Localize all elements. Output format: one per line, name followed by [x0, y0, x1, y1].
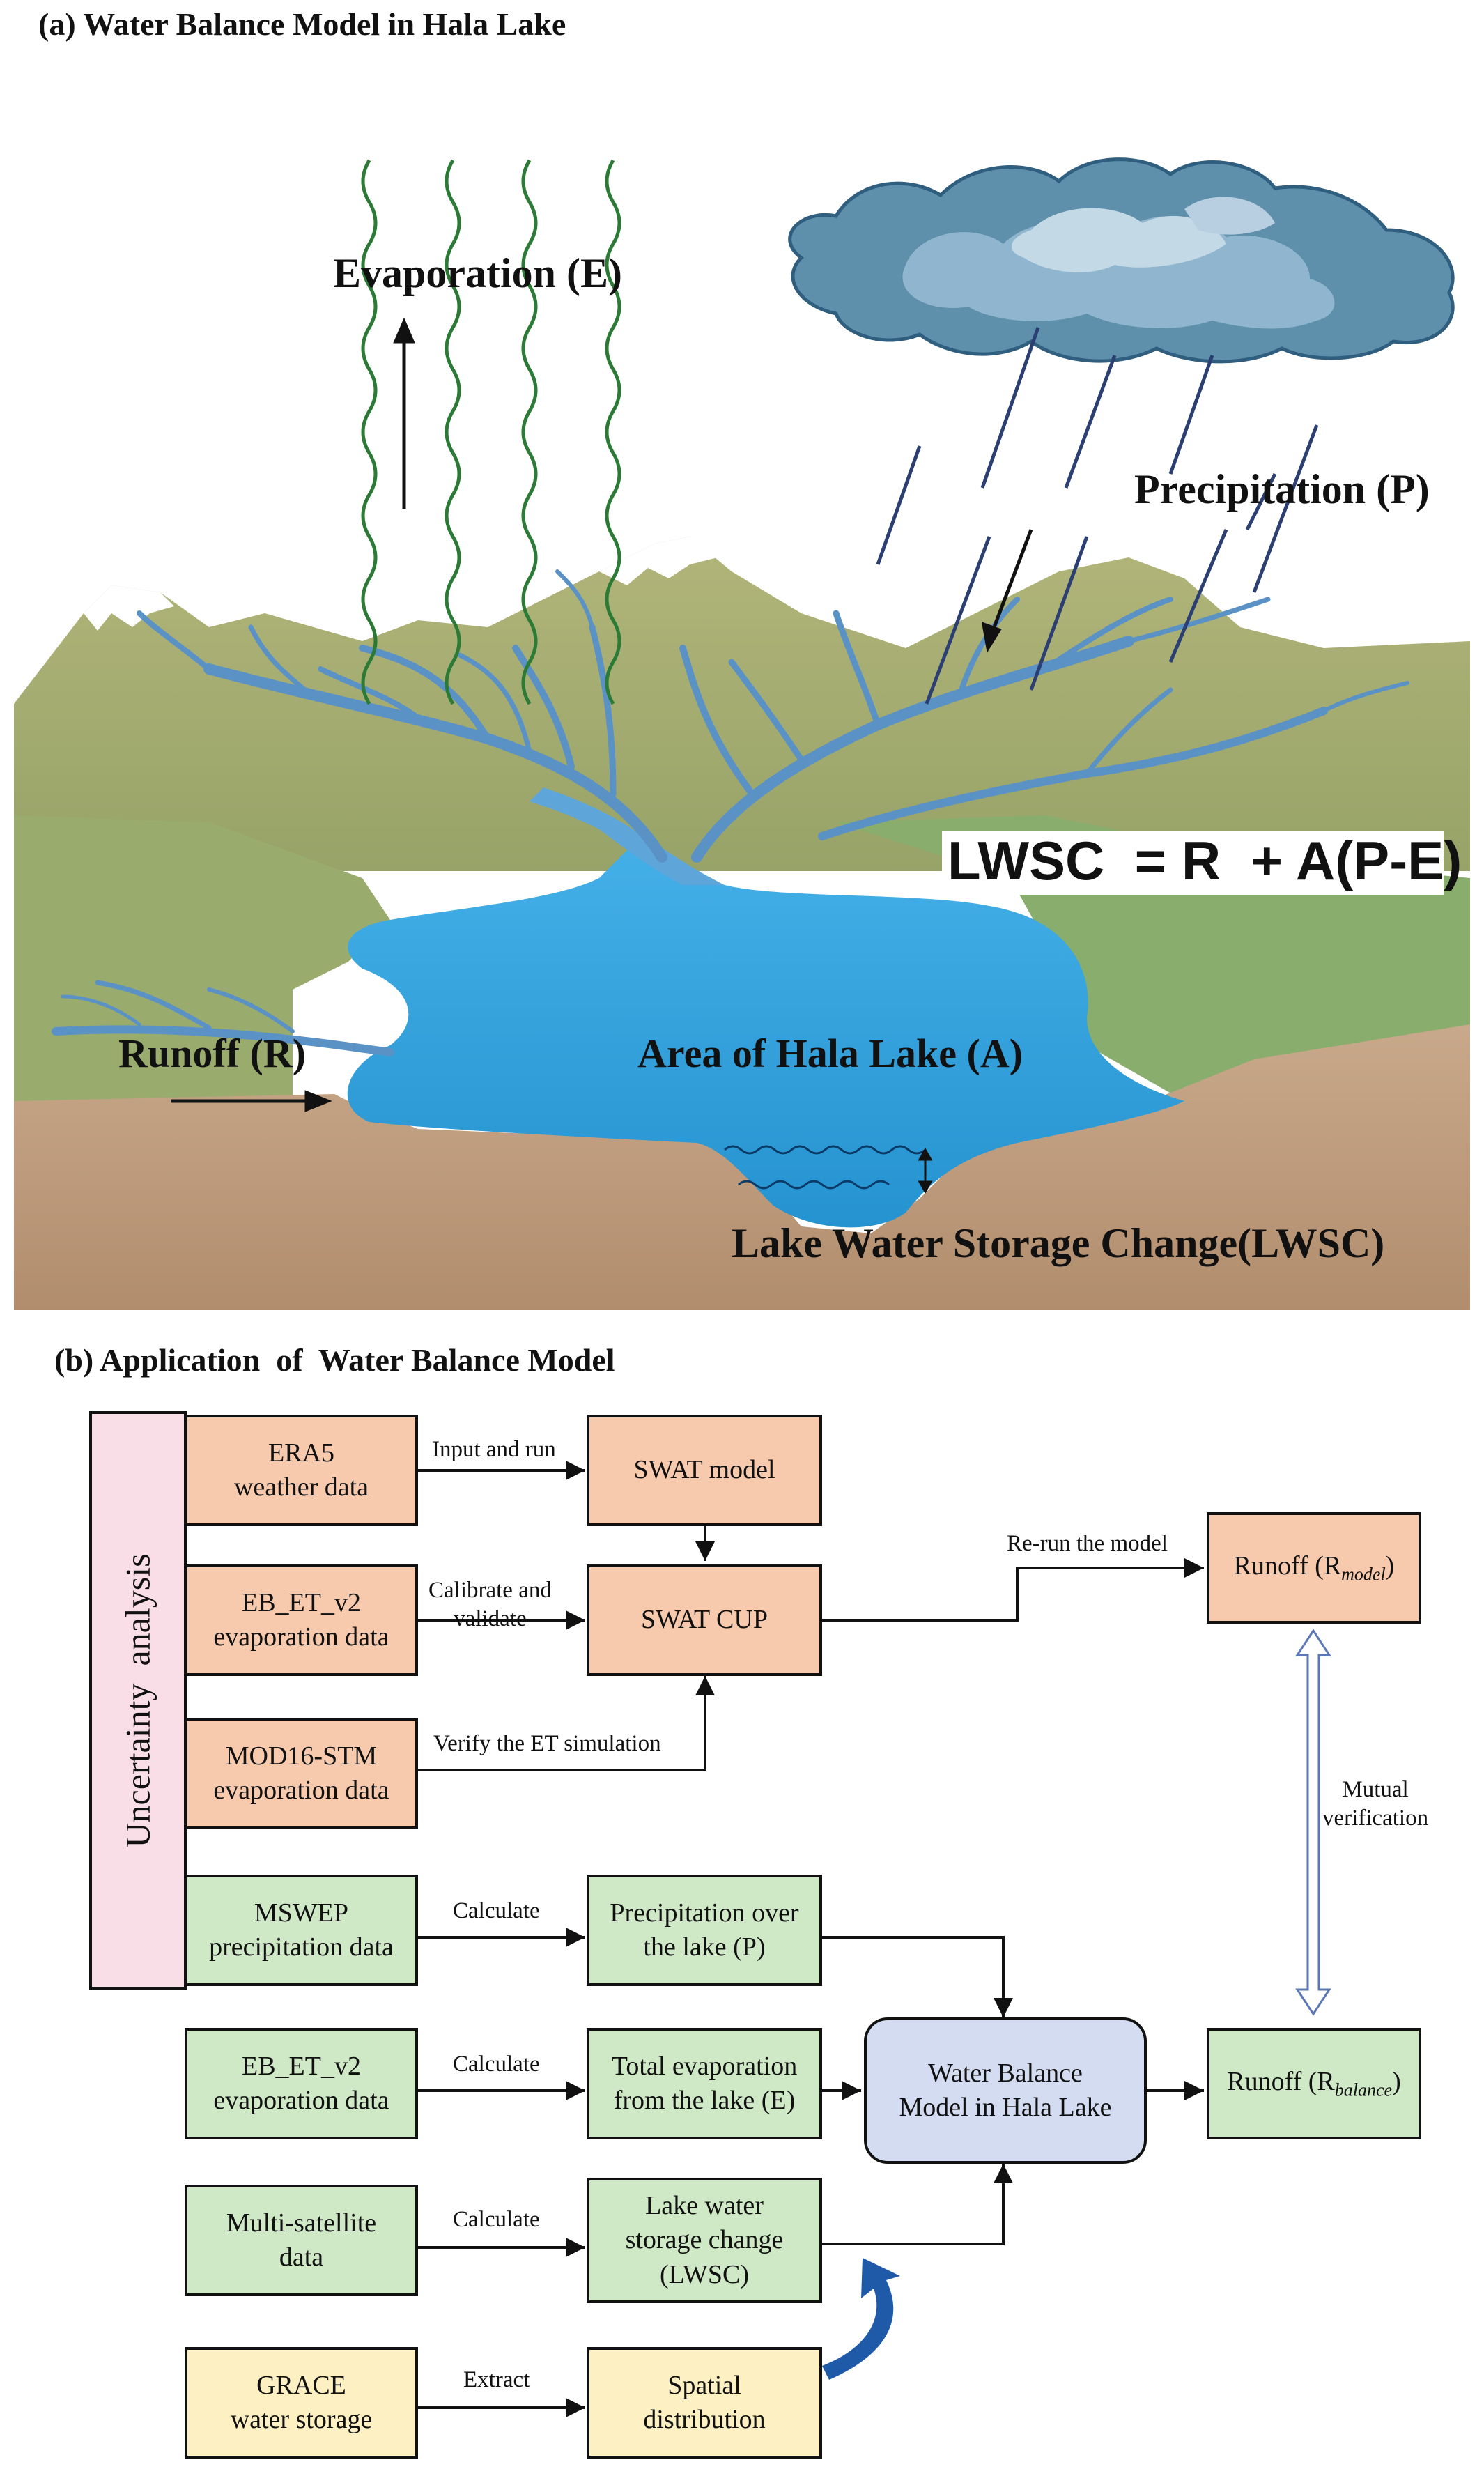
runoff-balance-label: Runoff (Rbalance): [1227, 2067, 1401, 2100]
evaporation-arrow: [393, 317, 415, 509]
curved-arrow-spatial-lwsc: [822, 2258, 900, 2380]
ebet2-line1: EB_ET_v2: [242, 2051, 361, 2081]
spatial-line2: distribution: [643, 2405, 766, 2434]
mod16-line1: MOD16-STM: [225, 1741, 378, 1771]
ebet2-line2: evaporation data: [213, 2086, 389, 2115]
ebet1-line2: evaporation data: [213, 1622, 389, 1652]
era5-weather-box: ERA5 weather data: [185, 1415, 418, 1526]
mswep-precipitation-box: MSWEP precipitation data: [185, 1875, 418, 1986]
multisat-line1: Multi-satellite: [226, 2208, 377, 2238]
lake-area-label: Area of Hala Lake (A): [637, 1031, 1023, 1076]
total-evaporation-box: Total evaporation from the lake (E): [587, 2028, 822, 2139]
snow-cap-left: [84, 585, 174, 631]
era5-line1: ERA5: [268, 1438, 334, 1468]
evap-lake-line1: Total evaporation: [611, 2051, 798, 2081]
swatcup-label: SWAT CUP: [641, 1605, 768, 1635]
panel-b-title: (b) Application of Water Balance Model: [54, 1342, 615, 1378]
mod16-evaporation-box: MOD16-STM evaporation data: [185, 1718, 418, 1829]
era5-line2: weather data: [233, 1472, 369, 1502]
rain-lines: [876, 327, 1319, 705]
water-level-waves: [724, 1145, 926, 1190]
river-network: [52, 569, 1409, 1056]
edge-label-rerun: Re-run the model: [1007, 1531, 1168, 1556]
green-land-left: [14, 815, 390, 1115]
mswep-line1: MSWEP: [254, 1898, 349, 1928]
edge-label-calculate-3: Calculate: [453, 2207, 540, 2232]
ebet1-line1: EB_ET_v2: [242, 1587, 361, 1617]
mswep-line2: precipitation data: [209, 1932, 394, 1962]
spatial-distribution-box: Spatial distribution: [587, 2347, 822, 2459]
mod16-line2: evaporation data: [213, 1776, 389, 1805]
runoff-arrow: [171, 1090, 332, 1112]
river-channel: [530, 787, 725, 885]
runoff-label: Runoff (R): [118, 1031, 307, 1076]
lwsc-line1: Lake water: [645, 2190, 764, 2220]
edge-label-input-run: Input and run: [432, 1437, 556, 1462]
equation-background: [942, 831, 1444, 895]
evap-lake-line2: from the lake (E): [613, 2086, 796, 2115]
edge-mod16-swatcup: [418, 1676, 715, 1771]
lwsc-line2: storage change: [625, 2225, 784, 2255]
multi-satellite-box: Multi-satellite data: [185, 2185, 418, 2296]
swat-cup-box: SWAT CUP: [587, 1564, 822, 1676]
edge-swatcup-runoff-model: [822, 1558, 1204, 1622]
storage-change-label: Lake Water Storage Change(LWSC): [732, 1220, 1385, 1266]
precipitation-arrow: [981, 529, 1033, 653]
runoff-balance-box: Runoff (Rbalance): [1207, 2028, 1421, 2139]
grace-line1: GRACE: [256, 2370, 346, 2400]
edge-precip-wbm: [822, 1936, 1013, 2017]
precip-lake-line2: the lake (P): [643, 1932, 766, 1962]
runoff-model-label: Runoff (Rmodel): [1233, 1551, 1395, 1585]
wbm-line2: Model in Hala Lake: [899, 2093, 1112, 2122]
runoff-model-box: Runoff (Rmodel): [1207, 1512, 1421, 1624]
runoff-model-subscript: model: [1341, 1564, 1386, 1585]
multisat-line2: data: [279, 2243, 324, 2272]
grace-line2: water storage: [230, 2405, 373, 2434]
panel-a-title: (a) Water Balance Model in Hala Lake: [38, 6, 566, 42]
swat-model-box: SWAT model: [587, 1415, 822, 1526]
edge-label-extract: Extract: [463, 2367, 530, 2392]
edge-lwsc-wbm: [822, 2164, 1013, 2245]
wbm-line1: Water Balance: [928, 2058, 1083, 2088]
spatial-line1: Spatial: [667, 2370, 741, 2400]
evaporation-waves: [361, 159, 621, 705]
lwsc-line3: (LWSC): [659, 2259, 750, 2289]
lake-body: [347, 836, 1184, 1228]
cloud-icon: [788, 157, 1455, 364]
ebet-evaporation-box-1: EB_ET_v2 evaporation data: [185, 1564, 418, 1676]
mountain-range: [14, 537, 1470, 871]
runoff-balance-subscript: balance: [1334, 2079, 1393, 2100]
precipitation-label: Precipitation (P): [1134, 466, 1430, 512]
evaporation-label: Evaporation (E): [333, 250, 623, 296]
edge-label-calculate-2: Calculate: [453, 2052, 540, 2077]
storage-change-arrow: [918, 1147, 933, 1194]
grace-water-storage-box: GRACE water storage: [185, 2347, 418, 2459]
edge-label-verify-et: Verify the ET simulation: [433, 1731, 661, 1756]
water-balance-illustration: [14, 157, 1470, 1310]
lake-water-storage-change-box: Lake water storage change (LWSC): [587, 2178, 822, 2303]
uncertainty-analysis-box: Uncertainty analysis: [89, 1411, 187, 1990]
edge-label-calculate-1: Calculate: [453, 1898, 540, 1923]
water-balance-equation: LWSC = R + A(P-E): [948, 830, 1462, 891]
precip-lake-line1: Precipitation over: [610, 1898, 799, 1928]
uncertainty-analysis-label: Uncertainty analysis: [118, 1553, 157, 1848]
swat-label: SWAT model: [633, 1455, 775, 1485]
mutual-verification-arrow: [1295, 1629, 1331, 2016]
precipitation-over-lake-box: Precipitation over the lake (P): [587, 1875, 822, 1986]
snow-cap-center: [599, 537, 718, 585]
ebet-evaporation-box-2: EB_ET_v2 evaporation data: [185, 2028, 418, 2139]
